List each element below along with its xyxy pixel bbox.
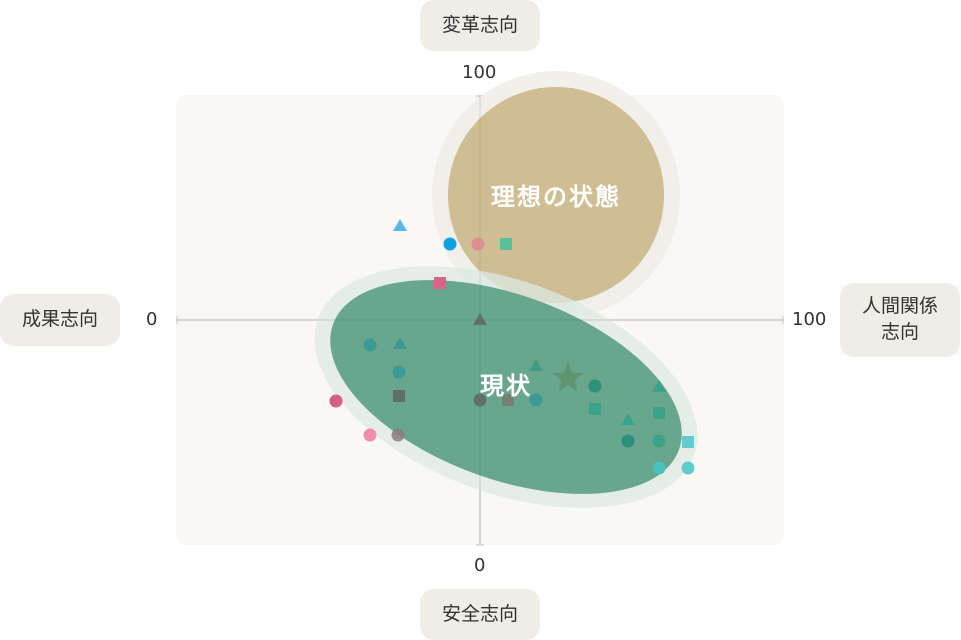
point-circle	[363, 338, 377, 352]
point-star	[552, 362, 584, 392]
point-circle	[391, 428, 405, 442]
axis-label-bottom-text: 安全志向	[441, 602, 518, 625]
point-circle	[363, 428, 377, 442]
axis-label-right: 人間関係 志向	[840, 283, 960, 357]
point-circle	[588, 379, 602, 393]
point-circle	[681, 461, 695, 475]
ideal-region-label: 理想の状態	[491, 183, 621, 211]
point-circle	[443, 237, 457, 251]
data-points	[329, 219, 695, 475]
point-square	[502, 394, 514, 406]
point-square	[434, 277, 446, 289]
axis-label-right-line2: 志向	[880, 321, 919, 343]
axis-label-bottom: 安全志向	[420, 589, 540, 640]
tick-bottom: 0	[474, 555, 486, 576]
point-triangle	[621, 413, 635, 425]
point-circle	[652, 461, 666, 475]
point-circle	[392, 365, 406, 379]
point-triangle	[529, 359, 543, 371]
point-triangle	[393, 219, 407, 231]
current-region-label: 現状	[480, 372, 532, 400]
point-circle	[471, 237, 485, 251]
tick-right: 100	[792, 309, 827, 330]
axis-label-top-text: 変革志向	[441, 13, 518, 36]
point-square	[682, 436, 694, 448]
current-region	[330, 280, 682, 494]
point-circle	[652, 434, 666, 448]
point-square	[589, 403, 601, 415]
point-circle	[473, 393, 487, 407]
tick-left: 0	[146, 309, 158, 330]
axis-label-left: 成果志向	[0, 294, 120, 346]
point-circle	[621, 434, 635, 448]
point-square	[500, 238, 512, 250]
point-square	[393, 390, 405, 402]
axis-label-left-text: 成果志向	[21, 308, 98, 331]
point-triangle	[393, 337, 407, 349]
tick-top: 100	[462, 62, 497, 83]
axis-label-top: 変革志向	[420, 0, 540, 51]
point-square	[653, 407, 665, 419]
point-circle	[529, 393, 543, 407]
point-triangle	[652, 380, 666, 392]
point-triangle	[473, 313, 487, 325]
point-circle	[329, 394, 343, 408]
axis-label-right-line1: 人間関係	[861, 295, 938, 318]
